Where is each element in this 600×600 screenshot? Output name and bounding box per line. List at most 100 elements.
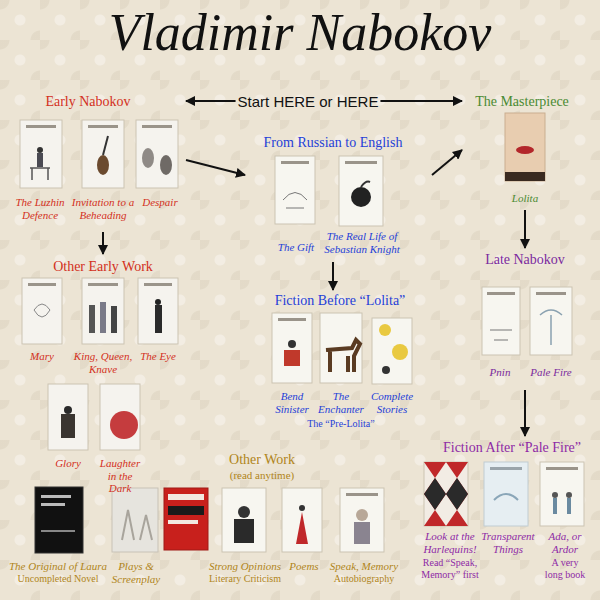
book-title: Pnin [490, 366, 511, 379]
cover [540, 462, 584, 526]
book-cover [275, 156, 315, 224]
book-cover [540, 462, 584, 526]
cover-art [111, 306, 117, 333]
cover-art [64, 406, 72, 414]
flow-arrow [524, 390, 526, 436]
book-title: Lolita [512, 192, 538, 205]
book-cover [282, 488, 322, 552]
book-title: Speak, Memory [330, 560, 398, 573]
book-cover [372, 318, 412, 384]
book-group: Other Work(read anytime) The Original of … [7, 450, 412, 590]
cover [272, 313, 312, 383]
cover-art [37, 147, 43, 153]
cover-band [28, 283, 56, 286]
cover-art [555, 498, 569, 514]
cover-art [34, 304, 50, 317]
diagram-title: Vladimir Nabokov [0, 4, 600, 61]
cover-art [351, 187, 371, 207]
book-title: Poems [289, 560, 318, 573]
flow-arrow [524, 210, 526, 248]
cover [222, 488, 266, 552]
cover-band [487, 292, 515, 295]
cover-band [536, 292, 566, 295]
flow-arrow [432, 150, 462, 175]
section-heading: Early Nabokov [45, 94, 130, 110]
book-title: The Original of Laura [9, 560, 107, 573]
flow-arrow [186, 160, 245, 175]
cover [530, 287, 572, 355]
book-cover [320, 313, 362, 383]
book-title: Laughter in the Dark [95, 457, 145, 495]
cover [22, 278, 62, 344]
section-heading: Fiction After “Pale Fire” [443, 440, 581, 456]
cover-art [494, 494, 518, 500]
flow-arrow [332, 262, 334, 290]
cover [136, 120, 178, 188]
cover-art [296, 512, 308, 544]
section-heading: From Russian to English [264, 135, 403, 151]
cover-art [424, 478, 468, 510]
cover-art [299, 505, 305, 511]
cover-art [97, 155, 109, 175]
book-cover [82, 278, 124, 344]
cover-art [122, 510, 152, 540]
book-note: Read “Speak, Memory” first [417, 557, 483, 580]
book-title: The Real Life of Sebastian Knight [316, 230, 408, 255]
cover [138, 278, 178, 344]
cover [424, 462, 468, 526]
section-heading: Fiction Before “Lolita” [275, 293, 406, 309]
book-group: Fiction After “Pale Fire” Look at the Har… [415, 436, 595, 596]
cover-band [281, 161, 309, 164]
book-title: Strong Opinions [209, 560, 281, 573]
cover-art [160, 155, 172, 175]
start-text: Start HERE or HERE [238, 93, 379, 110]
cover-art [552, 492, 558, 498]
book-cover [272, 313, 312, 383]
cover [482, 287, 520, 355]
cover-art [284, 350, 300, 366]
section-heading: Other Early Work [53, 259, 153, 275]
cover-art [566, 492, 572, 498]
flow-arrow [102, 232, 104, 254]
book-cover [482, 287, 520, 355]
cover-art [382, 366, 390, 374]
cover-band [88, 283, 118, 286]
section-note: (read anytime) [230, 469, 294, 482]
cover-band [346, 493, 378, 496]
book-title: The Luzhin Defence [11, 196, 69, 221]
book-group: The MasterpieceLolita [462, 90, 590, 210]
section-heading: Other Work [229, 452, 295, 468]
book-title: The Enchanter [316, 390, 366, 415]
cover-art [283, 193, 307, 209]
flow-arrow [186, 100, 236, 102]
cover [112, 488, 158, 552]
book-title: The Gift [278, 241, 314, 254]
cover-band [490, 467, 522, 470]
cover-art [155, 305, 162, 333]
book-cover [340, 488, 384, 552]
cover-art [326, 340, 360, 372]
book-group: From Russian to EnglishThe GiftThe Real … [245, 133, 432, 262]
cover-art [110, 411, 138, 439]
cover-band [144, 283, 172, 286]
cover-band [41, 530, 75, 532]
book-title: Despair [142, 196, 177, 209]
cover [339, 156, 383, 226]
cover-band [168, 506, 204, 515]
cover-band [546, 467, 578, 470]
start-node: Start HERE or HERE [236, 90, 381, 114]
cover-band [26, 125, 56, 128]
cover [320, 313, 362, 383]
cover-band [142, 125, 172, 128]
book-cover [484, 462, 528, 526]
book-cover [20, 120, 62, 188]
book-title: Look at the Harlequins! [420, 530, 480, 555]
cover [282, 488, 322, 552]
cover-art [361, 182, 370, 187]
book-title: The Eye [140, 350, 176, 363]
flow-arrow [380, 100, 462, 102]
book-title: Invitation to a Beheading [71, 196, 135, 221]
cover [275, 156, 315, 224]
cover-art [392, 344, 408, 360]
